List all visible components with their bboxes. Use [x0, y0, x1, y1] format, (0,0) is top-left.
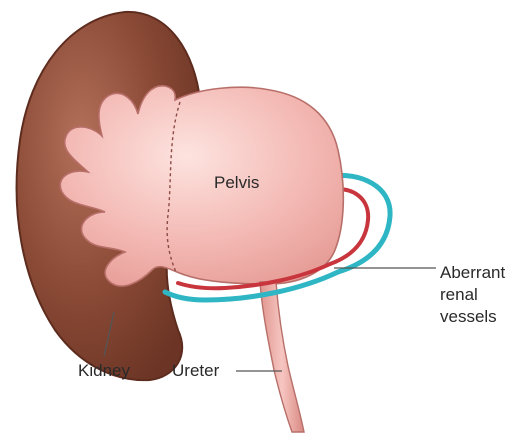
ureter-shape [260, 282, 304, 432]
aberrant-vessels-label-line2: renal [440, 284, 505, 306]
aberrant-vessels-label: Aberrant renal vessels [440, 262, 505, 328]
pelvis-label: Pelvis [214, 172, 259, 193]
kidney-label: Kidney [78, 360, 130, 381]
aberrant-vessels-label-line1: Aberrant [440, 262, 505, 284]
ureter-label: Ureter [172, 360, 219, 381]
aberrant-vessels-label-line3: vessels [440, 306, 505, 328]
